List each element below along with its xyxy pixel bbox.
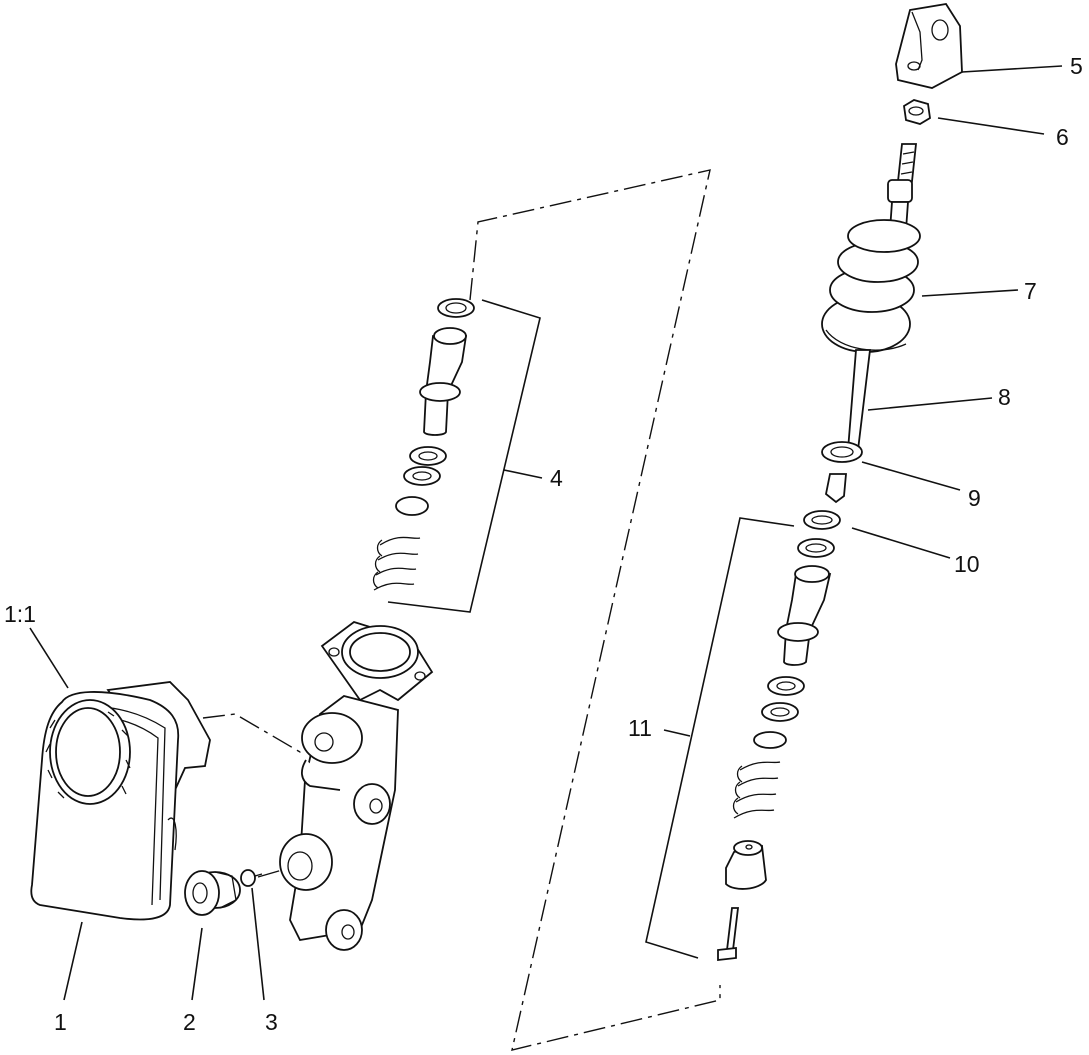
callout-1: 1 bbox=[54, 1009, 67, 1035]
nut-part bbox=[903, 99, 931, 125]
callout-9: 9 bbox=[968, 485, 981, 511]
grommet-part bbox=[184, 870, 241, 916]
clevis-part bbox=[895, 3, 963, 89]
circlip-part bbox=[821, 441, 863, 504]
callout-4: 4 bbox=[550, 465, 563, 491]
washer-part bbox=[803, 510, 841, 530]
callout-8: 8 bbox=[998, 384, 1011, 410]
callout-10: 10 bbox=[954, 551, 980, 577]
rubber-boot-part bbox=[821, 219, 921, 353]
callout-1-1: 1:1 bbox=[4, 601, 36, 627]
callout-11: 11 bbox=[628, 715, 652, 741]
callout-5: 5 bbox=[1070, 53, 1083, 79]
plug-part bbox=[240, 869, 263, 887]
callout-3: 3 bbox=[265, 1009, 278, 1035]
piston-kit-left bbox=[372, 298, 475, 591]
pushrod-thread bbox=[887, 143, 918, 231]
callout-7: 7 bbox=[1024, 278, 1037, 304]
leader-lines bbox=[29, 65, 1063, 1001]
callout-2: 2 bbox=[183, 1009, 196, 1035]
reservoir-part bbox=[30, 681, 211, 921]
piston-kit-right bbox=[717, 538, 835, 962]
callout-labels: 1:1 1 2 3 4 5 6 7 8 9 10 11 bbox=[4, 53, 1083, 1035]
pushrod-part bbox=[847, 349, 872, 451]
master-cylinder-body bbox=[279, 621, 434, 951]
callout-6: 6 bbox=[1056, 124, 1069, 150]
